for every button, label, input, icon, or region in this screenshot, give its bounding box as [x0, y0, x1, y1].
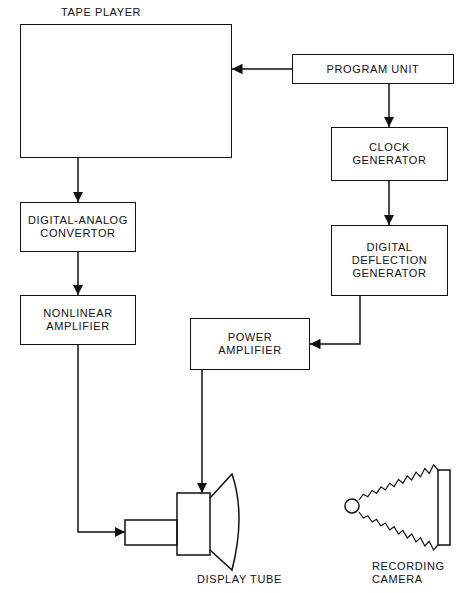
process-box: NONLINEAR AMPLIFIER — [20, 295, 136, 345]
box-text: PROGRAM UNIT — [298, 63, 448, 76]
recording-camera: RECORDING CAMERA — [345, 470, 450, 545]
bellows-edge — [359, 512, 438, 550]
box-text: NONLINEAR AMPLIFIER — [33, 307, 123, 333]
tape-player: TAPE PLAYER — [20, 24, 232, 158]
tube-screen — [210, 474, 239, 570]
signal-arrow — [77, 252, 79, 295]
signal-arrow — [201, 370, 203, 493]
tube-neck — [125, 520, 177, 545]
camera-bellows — [359, 465, 438, 550]
signal-arrow — [78, 345, 125, 532]
process-box: POWER AMPLIFIER — [190, 318, 310, 370]
process-box: CLOCK GENERATOR — [331, 127, 448, 181]
process-box: DIGITAL DEFLECTION GENERATOR — [331, 225, 448, 296]
bellows-edge — [359, 465, 438, 500]
signal-arrow — [232, 68, 292, 70]
process-box: DIGITAL-ANALOG CONVERTOR — [20, 202, 136, 252]
display-tube: DISPLAY TUBE — [125, 493, 210, 555]
node-label: DISPLAY TUBE — [197, 573, 347, 586]
camera-back — [438, 470, 450, 545]
camera-lens — [345, 499, 359, 513]
process-box: PROGRAM UNIT — [292, 54, 454, 84]
node-label: RECORDING CAMERA — [372, 560, 450, 586]
box-text: CLOCK GENERATOR — [345, 141, 435, 167]
signal-arrow — [388, 181, 390, 225]
signal-arrow — [310, 296, 360, 344]
box-text: POWER AMPLIFIER — [205, 331, 295, 357]
tube-body — [177, 493, 210, 555]
box-text: DIGITAL DEFLECTION GENERATOR — [346, 241, 434, 280]
box-text: DIGITAL-ANALOG CONVERTOR — [26, 214, 130, 240]
signal-arrow — [77, 158, 79, 202]
signal-arrow — [388, 84, 390, 127]
node-label: TAPE PLAYER — [61, 6, 211, 19]
